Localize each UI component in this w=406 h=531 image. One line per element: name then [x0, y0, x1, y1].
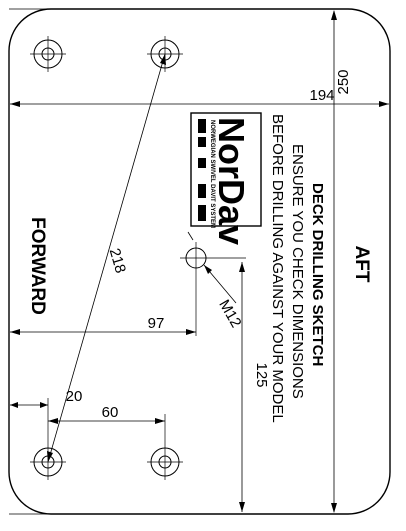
note-line-1: ENSURE YOU CHECK DIMENSIONS [289, 144, 306, 399]
dim-97-label: 97 [148, 315, 165, 332]
hole-top-left [30, 36, 66, 72]
dim-218 [47, 53, 166, 463]
aft-label: AFT [351, 246, 372, 283]
dim-97 [10, 274, 197, 336]
hole-bottom-right [147, 444, 183, 480]
logo-brand: NorDav [211, 117, 252, 245]
dim-125-label: 125 [253, 362, 270, 387]
dim-218-label: 218 [106, 246, 129, 275]
dim-60-label: 60 [102, 404, 119, 421]
plate-outline [8, 8, 391, 515]
forward-label: FORWARD [27, 217, 48, 315]
dim-125 [239, 262, 245, 512]
dim-194-label: 194 [309, 87, 334, 104]
dim-250-label: 250 [335, 69, 352, 94]
dim-20-label: 20 [66, 388, 83, 405]
nordav-logo: NORWEGIAN SWIVEL DAVIT SYSTEM NorDav [190, 112, 262, 245]
center-hole [180, 231, 246, 304]
note-line-2: BEFORE DRILLING AGAINST YOUR MODEL [269, 114, 286, 423]
dim-250 [331, 10, 337, 513]
sketch-title: DECK DRILLING SKETCH [309, 183, 326, 366]
dim-60 [48, 414, 166, 444]
center-hole-label: M12 [215, 297, 244, 331]
logo-tagline: NORWEGIAN SWIVEL DAVIT SYSTEM [209, 120, 215, 228]
dim-20 [10, 398, 49, 444]
dim-194 [10, 101, 389, 107]
